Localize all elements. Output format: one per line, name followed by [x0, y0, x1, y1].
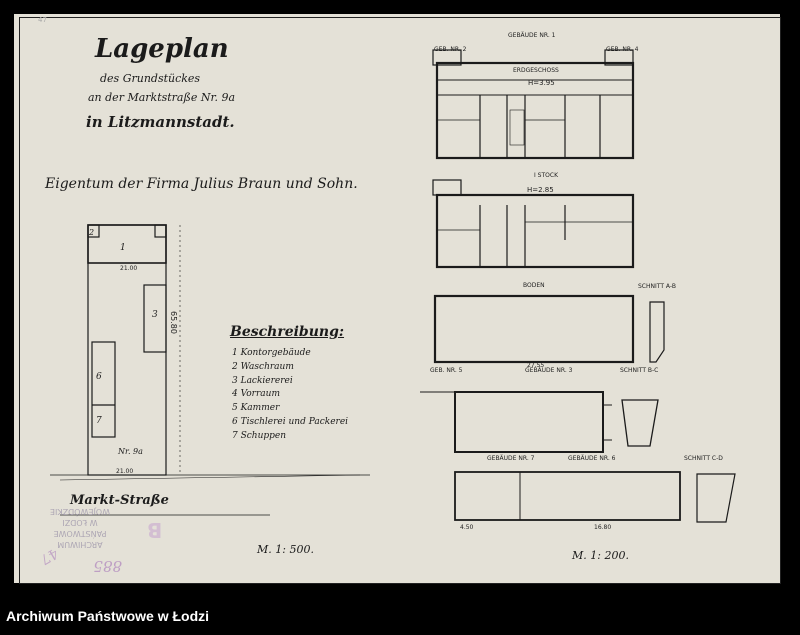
site-width-dim: 21.00 [120, 265, 138, 272]
page-title: Lageplan [95, 34, 229, 64]
label-gebaude4: GEB. NR. 4 [606, 46, 639, 53]
label-gebaude3: GEBÄUDE NR. 3 [525, 367, 573, 374]
legend-item: 5 Kammer [232, 403, 280, 414]
stamp-line: WOJEWÓDZKIE [49, 507, 111, 516]
plan-gebaude7 [454, 471, 681, 521]
legend-item: 7 Schuppen [232, 430, 287, 441]
description-heading: Beschreibung: [230, 324, 345, 340]
subtitle-line-2: an der Marktstraße Nr. 9a [88, 91, 236, 104]
legend-item: 4 Vorraum [232, 389, 280, 400]
site-label-2: 2 [89, 228, 95, 237]
archive-stamp: ARCHIWUM PAŃSTWOWE W ŁODZI WOJEWÓDZKIE [30, 507, 130, 550]
building-3 [143, 284, 167, 353]
legend-item: 6 Tischlerei und Packerei [232, 416, 349, 427]
subtitle-line-1: des Grundstückes [100, 72, 201, 85]
label-gebaude7: GEBÄUDE NR. 7 [487, 455, 535, 462]
label-erdgeschoss: ERDGESCHOSS [513, 67, 559, 74]
dim-small: 4.50 [460, 524, 474, 531]
corner-pencil-note: 47 [38, 16, 47, 24]
site-plan [50, 224, 370, 516]
scale-right: M. 1: 200. [572, 549, 629, 562]
stamp-line: W ŁODZI [62, 518, 98, 527]
legend-item: 1 Kontorgebäude [232, 348, 311, 358]
plan-gebaude3 [420, 391, 612, 453]
label-schnitt-ab: SCHNITT A-B [638, 283, 676, 290]
legend-item: 3 Lackiererei [232, 375, 293, 386]
archive-caption: Archiwum Państwowe w Łodzi [6, 608, 210, 624]
label-istock: I STOCK [534, 172, 558, 179]
street-name: Markt-Straße [70, 493, 169, 508]
label-gebaude2: GEB. NR. 2 [434, 46, 467, 53]
site-label-3: 3 [152, 310, 158, 320]
schnitt-ab [649, 301, 665, 363]
label-boden: BODEN [523, 282, 545, 289]
plan-istock [432, 179, 635, 269]
schnitt-cd [696, 473, 736, 523]
building-2 [87, 224, 100, 238]
pencil-mark: 885 [93, 557, 122, 575]
scale-left: M. 1: 500. [257, 543, 314, 556]
label-gebaude5: GEB. NR. 5 [430, 367, 463, 374]
dim-bldg1-width: 21.00 [116, 468, 134, 475]
label-gebaude1: GEBÄUDE NR. 1 [508, 32, 556, 39]
site-depth-dim: 65.80 [168, 311, 178, 334]
document-sheet [14, 14, 780, 583]
label-height-eg: H=3.95 [528, 79, 555, 87]
legend-item: 2 Waschraum [232, 361, 294, 372]
site-label-1: 1 [120, 243, 126, 253]
schnitt-bc [621, 399, 659, 447]
building-6 [91, 341, 116, 438]
archive-footer: Archiwum Państwowe w Łodzi [0, 597, 800, 635]
label-height-i: H=2.85 [527, 186, 554, 194]
building-2b [154, 224, 167, 238]
dim-bldg-length2: 16.80 [594, 524, 612, 531]
plan-boden [433, 294, 635, 364]
plot-number: Nr. 9a [118, 447, 143, 456]
site-label-7: 7 [96, 416, 102, 426]
subtitle-line-3: in Litzmannstadt. [86, 113, 235, 131]
pencil-mark: B [147, 518, 163, 542]
legend-list: 1 Kontorgebäude 2 Waschraum 3 Lackierere… [232, 348, 348, 445]
owner-line: Eigentum der Firma Julius Braun und Sohn… [45, 176, 358, 192]
label-gebaude6: GEBÄUDE NR. 6 [568, 455, 616, 462]
dim-bldg-length: 27.55 [527, 362, 545, 369]
building-1 [87, 224, 167, 264]
document-frame [19, 17, 781, 584]
plan-erdgeschoss [432, 49, 635, 160]
label-schnitt-bc: SCHNITT B-C [620, 367, 659, 374]
site-label-6: 6 [96, 372, 102, 382]
label-schnitt-cd: SCHNITT C-D [684, 455, 723, 462]
